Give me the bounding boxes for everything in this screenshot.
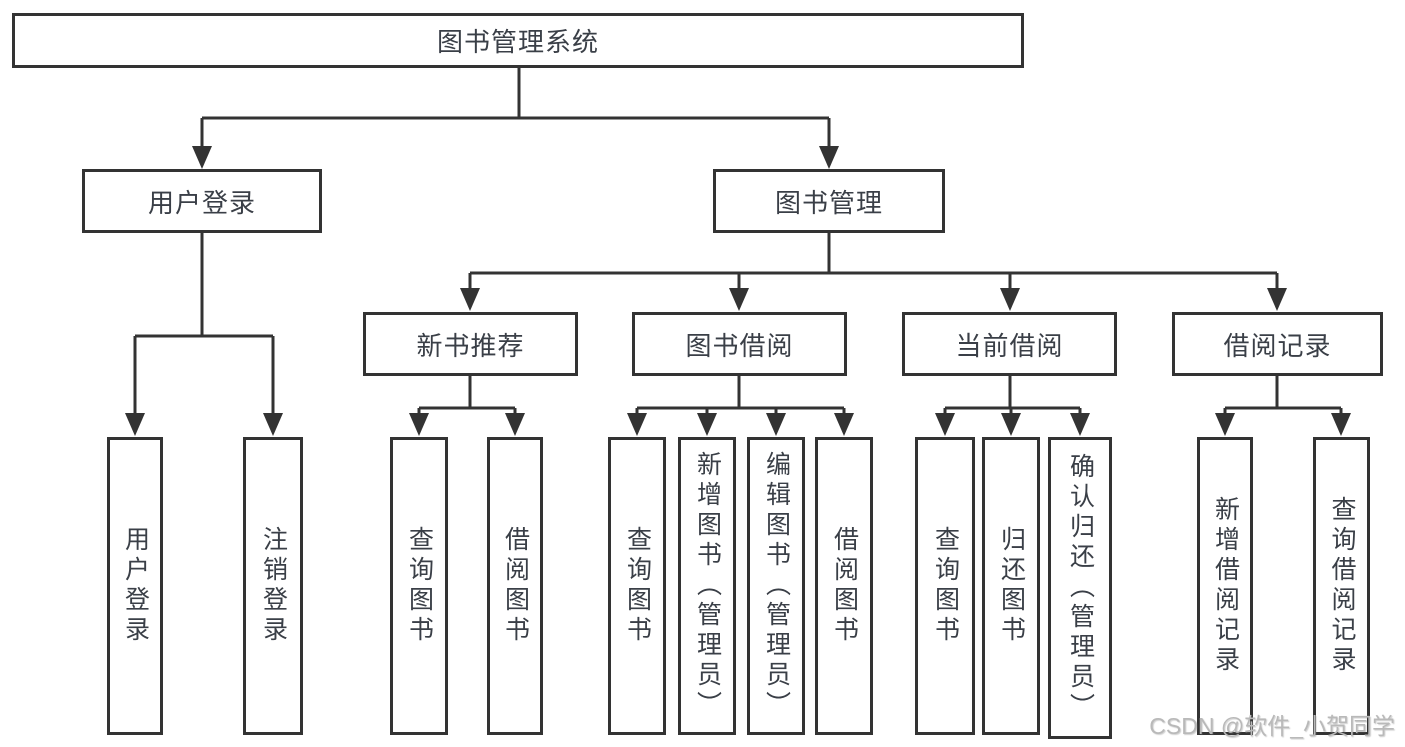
- leaf-user-login-label: 用户登录: [121, 526, 150, 646]
- connector-bookmgmt-to-level2: [468, 233, 1279, 293]
- leaf-bb-add-book-admin: 新增图书（管理员）: [678, 437, 736, 735]
- leaf-cb-query-book-label: 查询图书: [931, 526, 960, 646]
- leaf-bb-borrow-book: 借阅图书: [815, 437, 873, 735]
- leaf-logout: 注销登录: [243, 437, 303, 735]
- leaf-bb-edit-book-admin-label: 编辑图书（管理员）: [762, 451, 791, 721]
- leaf-br-query-borrow-record-label: 查询借阅记录: [1328, 496, 1356, 676]
- node-borrow-record-label: 借阅记录: [1223, 330, 1332, 361]
- node-current-borrow-label: 当前借阅: [955, 330, 1064, 361]
- node-borrow-record: 借阅记录: [1172, 312, 1383, 376]
- leaf-nb-query-book: 查询图书: [390, 437, 448, 735]
- leaf-cb-return-book: 归还图书: [982, 437, 1040, 735]
- leaf-br-add-borrow-record-label: 新增借阅记录: [1211, 496, 1240, 676]
- leaf-cb-confirm-return-admin: 确认归还（管理员）: [1048, 437, 1112, 739]
- leaf-cb-query-book: 查询图书: [915, 437, 975, 735]
- leaf-bb-add-book-admin-label: 新增图书（管理员）: [693, 451, 722, 721]
- connector-newbook-to-leaves: [417, 376, 517, 417]
- connector-currentborrow-to-leaves: [943, 376, 1082, 417]
- connector-borrowrecord-to-leaves: [1223, 376, 1343, 417]
- node-book-borrow: 图书借阅: [632, 312, 847, 376]
- leaf-cb-confirm-return-admin-label: 确认归还（管理员）: [1066, 453, 1095, 723]
- leaf-cb-return-book-label: 归还图书: [997, 526, 1026, 646]
- leaf-bb-borrow-book-label: 借阅图书: [830, 526, 859, 646]
- leaf-bb-query-book: 查询图书: [608, 437, 666, 735]
- node-user-login: 用户登录: [82, 169, 322, 233]
- leaf-nb-query-book-label: 查询图书: [405, 526, 434, 646]
- connector-userlogin-to-leaves: [133, 233, 275, 417]
- node-root-label: 图书管理系统: [436, 27, 599, 57]
- node-book-borrow-label: 图书借阅: [685, 330, 794, 361]
- leaf-nb-borrow-book: 借阅图书: [487, 437, 543, 735]
- leaf-br-add-borrow-record: 新增借阅记录: [1197, 437, 1253, 735]
- connector-bookborrow-to-leaves: [635, 376, 846, 417]
- node-book-management: 图书管理: [713, 169, 945, 233]
- node-root: 图书管理系统: [12, 13, 1024, 68]
- leaf-bb-query-book-label: 查询图书: [623, 526, 652, 646]
- node-new-book-recommend: 新书推荐: [363, 312, 578, 376]
- csdn-watermark: CSDN @软件_小贺同学: [1149, 713, 1395, 739]
- leaf-user-login: 用户登录: [107, 437, 163, 735]
- leaf-nb-borrow-book-label: 借阅图书: [501, 526, 530, 646]
- leaf-br-query-borrow-record: 查询借阅记录: [1313, 437, 1370, 735]
- node-user-login-label: 用户登录: [147, 187, 256, 218]
- leaf-bb-edit-book-admin: 编辑图书（管理员）: [747, 437, 805, 735]
- leaf-logout-label: 注销登录: [259, 526, 288, 646]
- node-current-borrow: 当前借阅: [902, 312, 1117, 376]
- node-new-book-recommend-label: 新书推荐: [416, 330, 525, 361]
- connector-root-to-level1: [200, 67, 831, 150]
- arrowheads: [125, 146, 1351, 436]
- node-book-management-label: 图书管理: [774, 187, 883, 218]
